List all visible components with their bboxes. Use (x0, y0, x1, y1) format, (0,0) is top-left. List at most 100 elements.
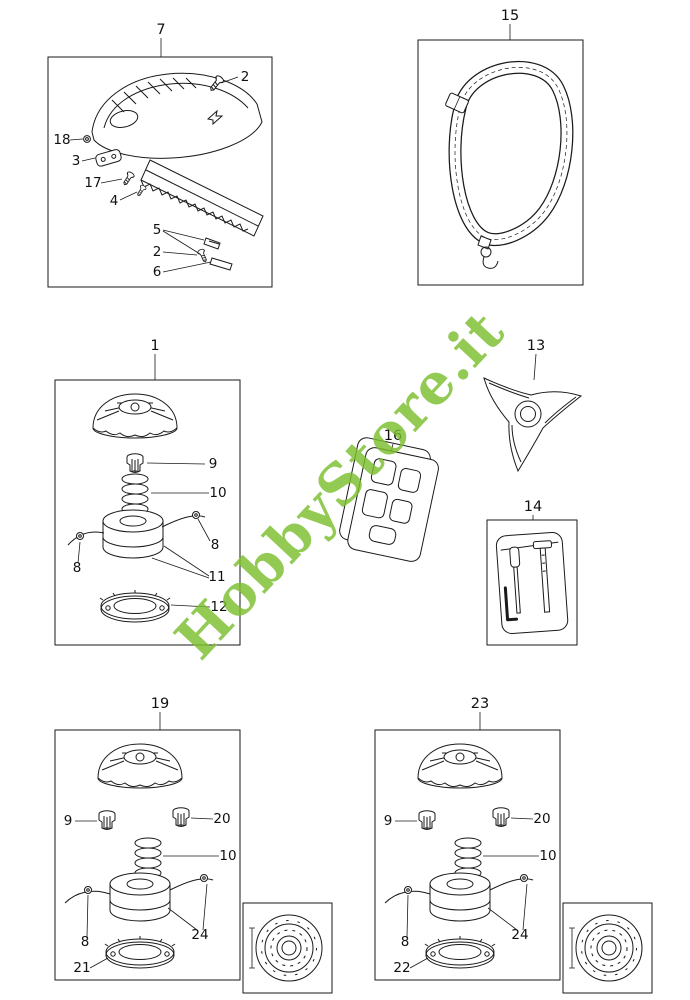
svg-text:8: 8 (211, 537, 220, 553)
bottom-cover (424, 935, 496, 969)
svg-text:5: 5 (153, 222, 162, 238)
callout-9: 9 (64, 813, 97, 829)
washer-part (83, 135, 91, 143)
callout-20: 20 (190, 811, 231, 827)
svg-text:18: 18 (53, 132, 70, 148)
eyelet-right (192, 511, 200, 519)
blade-diagram: 13 (483, 338, 583, 473)
svg-text:4: 4 (110, 193, 119, 209)
toolkit-drawing (495, 531, 569, 635)
svg-text:24: 24 (191, 927, 208, 943)
head1-frame (54, 379, 241, 646)
svg-text:8: 8 (81, 934, 90, 950)
trimmer-line-right (169, 878, 214, 891)
part-number-toolkit: 14 (524, 499, 542, 515)
callout-8-right: 8 (197, 518, 220, 553)
harness-clip (477, 235, 499, 269)
guard-frame (47, 56, 273, 288)
callout-4: 4 (110, 191, 138, 209)
part-number-head1: 1 (150, 338, 159, 354)
callout-21: 21 (73, 957, 109, 976)
eyelet-left (76, 532, 84, 540)
spool-cap (417, 743, 503, 789)
svg-text:8: 8 (401, 934, 410, 950)
callout-24: 24 (487, 883, 529, 943)
bump-knob (418, 810, 436, 830)
spool-washer-detail (575, 914, 643, 982)
svg-text:6: 6 (153, 264, 162, 280)
head19-frame (54, 729, 241, 981)
callout-12: 12 (170, 599, 228, 615)
head23-inset-frame (562, 902, 653, 994)
knife-part (209, 257, 233, 271)
harness-frame (417, 39, 584, 286)
callout-10: 10 (151, 485, 227, 501)
spring (454, 837, 482, 879)
gasket-sheet-diagram: 16 (339, 428, 439, 562)
trimmer-head-23-diagram: 23 9 20 10 24 8 (374, 696, 653, 994)
svg-text:10: 10 (219, 848, 236, 864)
eyelet-right (520, 874, 528, 882)
svg-text:20: 20 (213, 811, 230, 827)
spool-cap (92, 393, 178, 439)
spool-washer-detail (255, 914, 323, 982)
callout-5: 5 (153, 222, 205, 255)
svg-text:3: 3 (72, 153, 81, 169)
callout-9: 9 (384, 813, 417, 829)
svg-text:12: 12 (210, 599, 227, 615)
svg-text:10: 10 (209, 485, 226, 501)
tool-kit-diagram: 14 (486, 499, 578, 646)
svg-text:24: 24 (511, 927, 528, 943)
spring (134, 837, 162, 879)
part-number-gasket: 16 (384, 428, 402, 444)
callout-17: 17 (84, 175, 123, 191)
svg-text:9: 9 (384, 813, 393, 829)
line-spool (109, 872, 171, 922)
eyelet-left (84, 886, 92, 894)
guard-assembly-diagram: 7 2 (47, 22, 273, 288)
bottom-cover (99, 589, 171, 623)
svg-text:2: 2 (153, 244, 162, 260)
svg-text:11: 11 (208, 569, 225, 585)
toolkit-frame (486, 519, 578, 646)
trimmer-head-19-diagram: 19 9 20 10 24 8 (54, 696, 333, 994)
dimension-mark (249, 927, 255, 969)
spool-cap (97, 743, 183, 789)
trimmer-line-left (67, 531, 105, 546)
svg-text:8: 8 (73, 560, 82, 576)
svg-text:20: 20 (533, 811, 550, 827)
strap-buckle (445, 92, 469, 114)
callout-10: 10 (483, 848, 557, 864)
trimmer-line-right (161, 515, 206, 528)
bump-knob-alt (492, 807, 510, 827)
part-number-guard: 7 (156, 22, 165, 38)
callout-20: 20 (510, 811, 551, 827)
arrow-marking-icon (206, 109, 224, 126)
screw-part (120, 170, 136, 188)
svg-text:21: 21 (73, 960, 90, 976)
head23-frame (374, 729, 561, 981)
eyelet-right (200, 874, 208, 882)
part-number-head19: 19 (151, 696, 169, 712)
svg-text:17: 17 (84, 175, 101, 191)
guard-drawing (91, 72, 264, 237)
plate-part (95, 149, 122, 167)
spring (121, 473, 149, 515)
eyelet-left (404, 886, 412, 894)
callout-8: 8 (401, 894, 410, 950)
svg-text:2: 2 (241, 69, 250, 85)
bump-knob (126, 453, 144, 473)
callout-8: 8 (81, 894, 90, 950)
dimension-mark (569, 927, 575, 969)
callout-2-bottom: 2 (153, 244, 198, 260)
callout-8-left: 8 (73, 541, 82, 576)
line-spool (102, 509, 164, 559)
strap-drawing (448, 60, 574, 247)
bump-knob (98, 810, 116, 830)
callout-10: 10 (163, 848, 237, 864)
part-number-harness: 15 (501, 8, 519, 24)
callout-24: 24 (167, 883, 209, 943)
screw-part (196, 247, 210, 264)
head19-inset-frame (242, 902, 333, 994)
